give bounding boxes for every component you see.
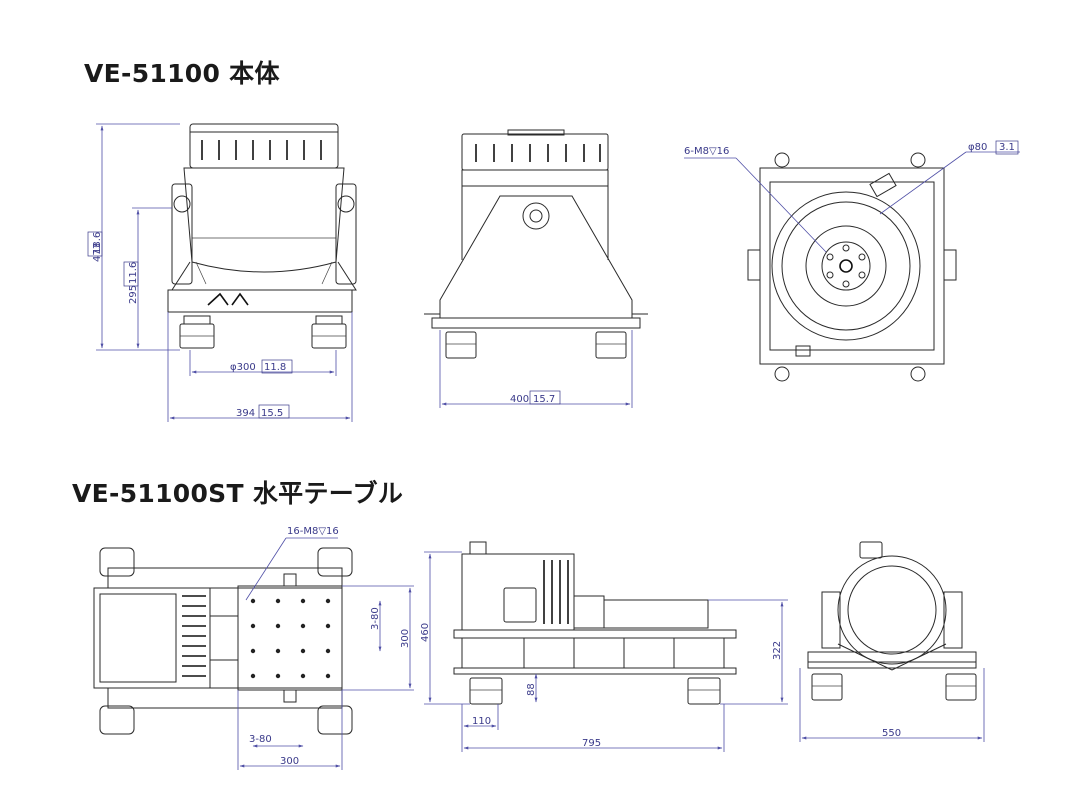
dim-offset-label: 110 [472, 716, 491, 727]
dim-side-h-label: 300 [280, 756, 299, 767]
dim-diameter-label: φ300 [230, 362, 256, 373]
dim-width-in-label: 15.5 [261, 408, 283, 419]
dim-length-label: 795 [582, 738, 601, 749]
body-top-dimensions [684, 140, 1020, 253]
dim-pitch-h-label: 3-80 [249, 734, 272, 745]
section-title-table: VE-51100ST 水平テーブル [72, 479, 404, 508]
dim-height-in-label: 18.6 [92, 232, 103, 254]
dim-mid-height-label: 295 [128, 285, 139, 304]
dim-diameter-in-label: 11.8 [264, 362, 286, 373]
dim-pcd-label: φ80 [968, 142, 987, 153]
dim-table-height-label: 460 [420, 623, 431, 642]
dim-depth-in-label: 15.7 [533, 394, 555, 405]
body-top-view [747, 152, 957, 382]
dim-table-tap-label: 16-M8▽16 [287, 526, 339, 537]
dim-tap-label: 6-M8▽16 [684, 146, 729, 157]
dim-width-label: 394 [236, 408, 255, 419]
dim-table-top-height-label: 322 [772, 641, 783, 660]
table-end-view [807, 541, 977, 701]
table-top-dimensions [237, 537, 414, 770]
body-side-view [424, 129, 648, 359]
body-front-dimensions [87, 123, 353, 422]
table-end-dimensions [799, 668, 985, 742]
section-title-body: VE-51100 本体 [84, 59, 280, 88]
dim-mid-height-in-label: 11.6 [128, 262, 139, 284]
dim-foot-height-label: 88 [526, 683, 537, 696]
body-side-dimensions [439, 330, 633, 408]
dim-pitch-v-label: 3-80 [370, 607, 381, 630]
dim-pcd-in-label: 3.1 [999, 142, 1015, 153]
dim-height-label: 473 [92, 243, 103, 262]
dim-side-v-label: 300 [400, 629, 411, 648]
table-side-dimensions [424, 551, 788, 752]
table-top-view [93, 547, 353, 735]
dim-depth-label: 400 [510, 394, 529, 405]
dim-table-width-label: 550 [882, 728, 901, 739]
table-side-view [453, 541, 737, 705]
body-front-view [167, 123, 357, 349]
